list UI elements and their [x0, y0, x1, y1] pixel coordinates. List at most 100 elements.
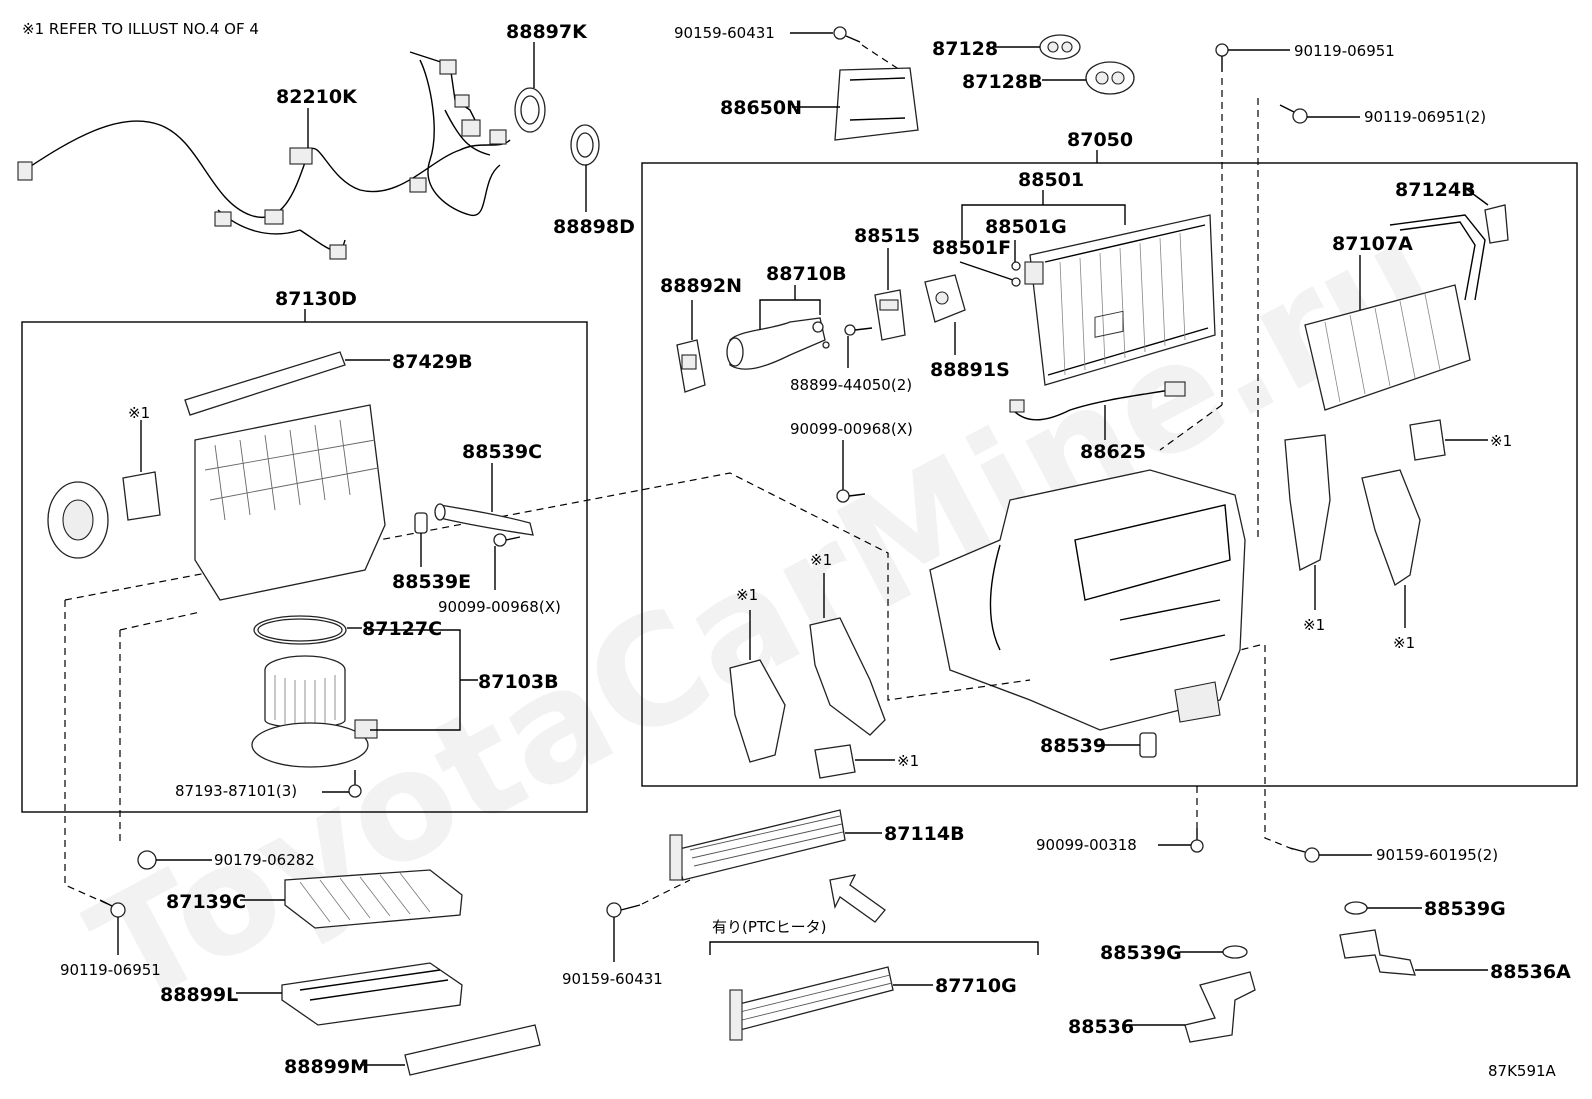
bracket-88650N-drawing — [834, 67, 919, 141]
ptc-heater-87710G-drawing — [729, 966, 894, 1041]
label-88539C[interactable]: 88539C — [462, 441, 542, 463]
label-88899-44050[interactable]: 88899-44050(2) — [790, 376, 912, 394]
sensor-88892N-drawing — [676, 339, 706, 393]
arrow-indicator-icon — [829, 874, 886, 923]
label-88501G[interactable]: 88501G — [985, 216, 1067, 238]
label-88898D[interactable]: 88898D — [553, 216, 635, 238]
screw-icon-top-right — [1215, 43, 1229, 72]
ref-mark: ※1 — [736, 586, 758, 604]
actuator-group-center-drawing — [729, 617, 886, 779]
label-88891S[interactable]: 88891S — [930, 359, 1010, 381]
screw-icon-90159-bottom — [606, 902, 641, 918]
clip-88539G-mid-drawing — [1222, 945, 1248, 959]
label-90099-00968-left[interactable]: 90099-00968(X) — [438, 598, 561, 616]
label-88501[interactable]: 88501 — [1018, 169, 1084, 191]
grommet-87128B-drawing — [1085, 61, 1135, 95]
filter-case-88899L-drawing — [281, 962, 463, 1026]
label-90119-06951-2[interactable]: 90119-06951(2) — [1364, 108, 1486, 126]
blower-side-drawing — [47, 481, 109, 559]
ref-mark: ※1 — [810, 551, 832, 569]
actuator-88891S-drawing — [924, 274, 966, 323]
label-90099-00318[interactable]: 90099-00318 — [1036, 836, 1137, 854]
label-87124B[interactable]: 87124B — [1395, 179, 1476, 201]
label-87429B[interactable]: 87429B — [392, 351, 473, 373]
screw-icon-87193 — [348, 770, 362, 798]
hvac-unit-87050-drawing — [929, 310, 1246, 731]
label-87128B[interactable]: 87128B — [962, 71, 1043, 93]
label-87130D[interactable]: 87130D — [275, 288, 357, 310]
label-88899L[interactable]: 88899L — [160, 984, 238, 1006]
screw-icon-90099-00318 — [1190, 828, 1204, 853]
label-90099-00968-mid[interactable]: 90099-00968(X) — [790, 420, 913, 438]
label-90119-06951-top[interactable]: 90119-06951 — [1294, 42, 1395, 60]
label-88539G-right[interactable]: 88539G — [1424, 898, 1506, 920]
screw-icon-88899 — [844, 324, 873, 336]
group-box-87050 — [641, 162, 1578, 787]
housing-left-right-drawing — [1284, 434, 1421, 586]
grommet-87128-drawing — [1039, 34, 1081, 60]
hose-88539C-drawing — [434, 503, 534, 536]
screw-icon-88539 — [493, 533, 521, 547]
label-87114B[interactable]: 87114B — [884, 823, 965, 845]
label-88539[interactable]: 88539 — [1040, 735, 1106, 757]
sensor-88625-drawing — [1009, 381, 1186, 421]
ptc-note: 有り(PTCヒータ) — [712, 918, 827, 936]
clamp-87124B-drawing — [1484, 204, 1509, 244]
label-88536[interactable]: 88536 — [1068, 1016, 1134, 1038]
blower-case-drawing — [194, 404, 386, 601]
ref-mark: ※1 — [1490, 432, 1512, 450]
valve-88515-drawing — [874, 289, 906, 341]
bracket-88536-drawing — [1184, 971, 1256, 1043]
actuator-blower-drawing — [122, 471, 161, 521]
label-87103B[interactable]: 87103B — [478, 671, 559, 693]
label-88539G-mid[interactable]: 88539G — [1100, 942, 1182, 964]
label-88536A[interactable]: 88536A — [1490, 961, 1571, 983]
label-87107A[interactable]: 87107A — [1332, 233, 1413, 255]
screw-icon — [833, 26, 861, 43]
label-88897K[interactable]: 88897K — [506, 21, 588, 43]
ref-mark: ※1 — [1393, 634, 1415, 652]
label-88539E[interactable]: 88539E — [392, 571, 471, 593]
filter-cover-87429B-drawing — [184, 351, 346, 416]
label-87710G[interactable]: 87710G — [935, 975, 1017, 997]
label-87050[interactable]: 87050 — [1067, 129, 1133, 151]
seal-88898D-drawing — [570, 124, 600, 166]
label-87128[interactable]: 87128 — [932, 38, 998, 60]
label-88515[interactable]: 88515 — [854, 225, 920, 247]
watermark: ToyotaCarMine.ru — [65, 188, 1464, 1042]
clip-90179-06282-drawing — [137, 850, 157, 870]
ref-mark: ※1 — [897, 752, 919, 770]
label-90179-06282[interactable]: 90179-06282 — [214, 851, 315, 869]
seal-88897K-drawing — [514, 87, 546, 133]
label-87139C[interactable]: 87139C — [166, 891, 246, 913]
bracket-88536A-drawing — [1339, 929, 1416, 976]
screw-icon-mid — [836, 489, 866, 503]
label-88899M[interactable]: 88899M — [284, 1056, 369, 1078]
heater-core-87107A-drawing — [1304, 214, 1486, 411]
evaporator-88501-drawing — [1024, 214, 1216, 386]
pipe-88710B-drawing — [726, 317, 830, 370]
label-90159-60195[interactable]: 90159-60195(2) — [1376, 846, 1498, 864]
actuator-right-drawing — [1409, 419, 1446, 461]
label-88892N[interactable]: 88892N — [660, 275, 742, 297]
ref-mark: ※1 — [1303, 616, 1325, 634]
label-88501F[interactable]: 88501F — [932, 237, 1011, 259]
label-88650N[interactable]: 88650N — [720, 97, 802, 119]
label-88625[interactable]: 88625 — [1080, 441, 1146, 463]
seal-88539E-drawing — [414, 512, 428, 534]
label-90159-60431-top[interactable]: 90159-60431 — [674, 24, 775, 42]
ring-87127C-drawing — [253, 615, 347, 645]
label-90119-06951-bottom[interactable]: 90119-06951 — [60, 961, 161, 979]
seal-88539-drawing — [1139, 732, 1157, 758]
blower-motor-87103B-drawing — [251, 655, 378, 768]
label-82210K[interactable]: 82210K — [276, 86, 358, 108]
clip-88539G-right-drawing — [1344, 901, 1368, 915]
label-87193-87101[interactable]: 87193-87101(3) — [175, 782, 297, 800]
screw-icon-2 — [1279, 104, 1308, 124]
screw-icon-90159-60195 — [1289, 847, 1320, 863]
label-88710B[interactable]: 88710B — [766, 263, 847, 285]
filter-87139C-drawing — [284, 869, 463, 929]
label-87127C[interactable]: 87127C — [362, 618, 442, 640]
label-90159-60431-bottom[interactable]: 90159-60431 — [562, 970, 663, 988]
